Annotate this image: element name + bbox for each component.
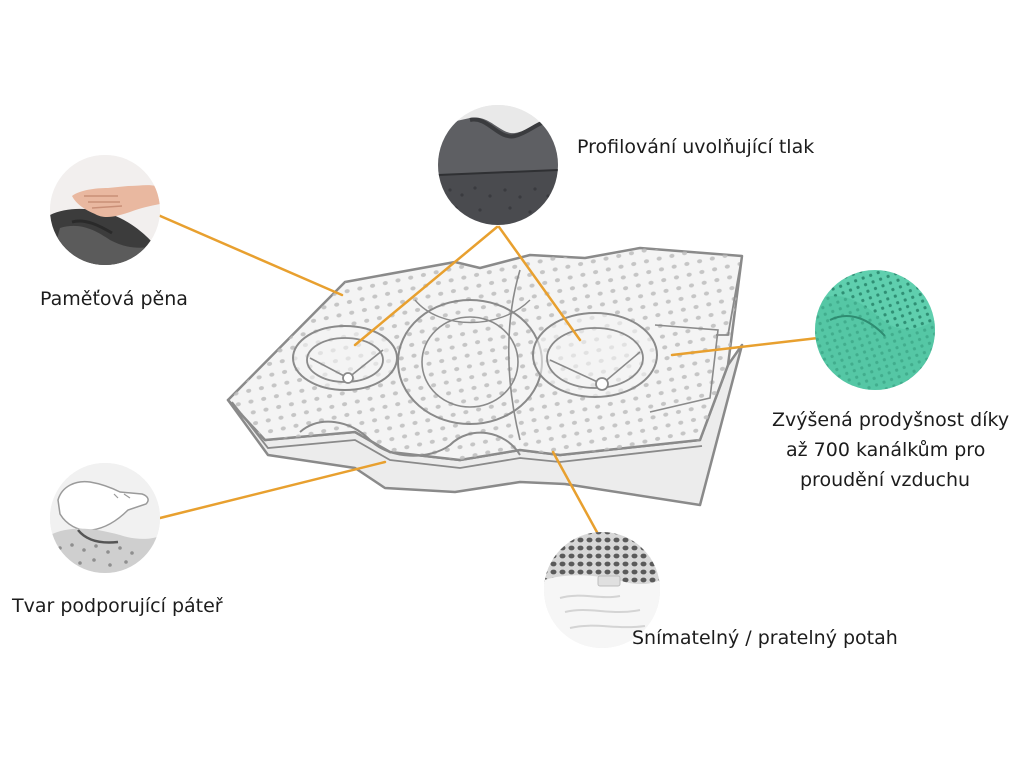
hand-pressing-foam-icon — [50, 155, 160, 265]
grey-foam-profile-icon — [438, 105, 558, 225]
leader-line-profile-left — [353, 225, 499, 347]
label-breathability-line-3: proudění vzduchu — [800, 469, 971, 491]
pillow-left-head-zone — [292, 325, 398, 391]
label-spine-support: Tvar podporující páteř — [12, 595, 223, 617]
head-on-pillow-icon — [50, 463, 160, 573]
green-perforated-foam-icon — [815, 270, 935, 390]
leader-line-cover — [551, 450, 600, 536]
leader-line-memory-foam — [156, 213, 344, 297]
label-removable-cover: Snímatelný / pratelný potah — [632, 627, 898, 649]
pillow-right-head-zone — [532, 312, 658, 398]
leader-line-spine — [158, 460, 387, 520]
leader-lines — [156, 213, 820, 536]
label-breathability: Zvýšená prodyšnost díky až 700 kanálkům … — [772, 405, 1009, 495]
label-pressure-relief: Profilování uvolňující tlak — [577, 136, 815, 158]
leader-line-profile-right — [497, 225, 582, 342]
leader-line-breathability — [670, 336, 820, 357]
pillow-air-channels — [228, 248, 742, 460]
pillow-illustration — [226, 246, 744, 507]
label-breathability-line-2: až 700 kanálkům pro — [786, 439, 986, 461]
pillow-spine-notch — [299, 420, 521, 457]
label-breathability-line-1: Zvýšená prodyšnost díky — [772, 409, 1010, 431]
label-memory-foam: Paměťová pěna — [40, 288, 188, 310]
